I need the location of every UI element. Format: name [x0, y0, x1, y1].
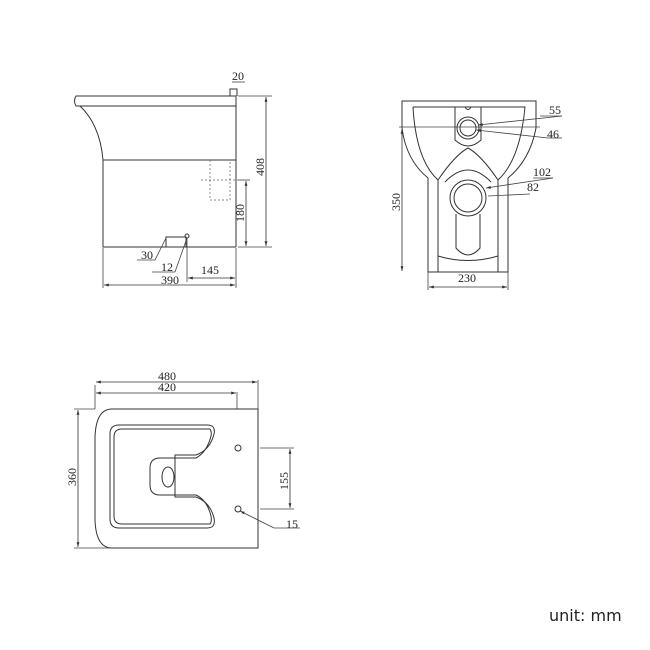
dim-outlet-12: 12 — [161, 260, 173, 274]
fixing-hole-bottom — [234, 505, 242, 513]
inlet-outer — [456, 116, 480, 140]
dim-inlet-180: 180 — [233, 204, 247, 222]
side-outlet — [165, 236, 187, 248]
dim-width-360: 360 — [65, 468, 79, 486]
outlet-outer — [449, 179, 487, 217]
side-pipe — [229, 88, 238, 96]
dim-height-408: 408 — [253, 158, 267, 176]
top-view: 480 420 360 155 15 — [65, 369, 300, 549]
back-view: 55 46 102 82 350 230 — [389, 100, 563, 290]
dim-inlet-55: 55 — [549, 103, 561, 117]
dim-spacing-155: 155 — [277, 472, 291, 490]
dim-outlet-102: 102 — [533, 165, 551, 179]
unit-label: unit: mm — [549, 606, 622, 625]
outlet-inner — [453, 183, 483, 213]
dim-height-350: 350 — [389, 193, 403, 211]
top-outline — [94, 408, 259, 549]
dim-depth-390: 390 — [161, 273, 179, 287]
side-view: 20 408 180 30 12 145 390 — [74, 69, 272, 288]
dim-outlet-82: 82 — [527, 180, 539, 194]
dim-length-480: 480 — [158, 369, 176, 383]
top-outlet — [161, 466, 175, 488]
dim-offset-145: 145 — [201, 263, 219, 277]
dim-hole-15: 15 — [286, 517, 298, 531]
side-rim — [74, 95, 237, 107]
inlet-inner — [459, 119, 477, 137]
bowl-inner — [113, 428, 212, 525]
dim-inlet-46: 46 — [547, 127, 559, 141]
dim-length-420: 420 — [158, 380, 176, 394]
dim-width-230: 230 — [458, 271, 476, 285]
bowl-outer — [109, 424, 215, 529]
side-inlet-hidden — [201, 160, 238, 201]
side-body — [102, 106, 237, 248]
dim-top-pipe: 20 — [232, 69, 244, 83]
fixing-hole-top — [234, 444, 242, 452]
dim-outlet-30: 30 — [141, 248, 153, 262]
side-curve — [79, 105, 104, 161]
